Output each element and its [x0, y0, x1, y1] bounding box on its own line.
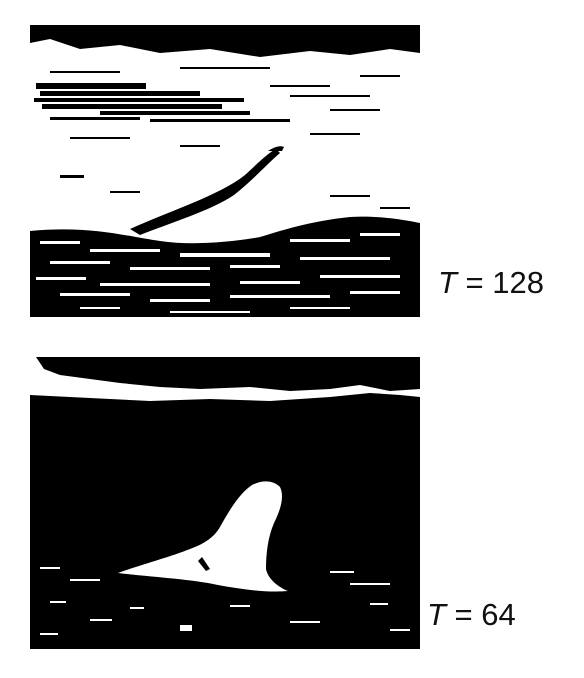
threshold-label-64: T = 64 — [427, 597, 516, 633]
binary-image-64 — [30, 357, 420, 649]
threshold-variable: T — [427, 597, 446, 632]
threshold-value: 128 — [492, 265, 545, 300]
threshold-variable: T — [438, 265, 457, 300]
threshold-image-128 — [30, 25, 420, 317]
equals-sign: = — [445, 597, 482, 632]
equals-sign: = — [456, 265, 493, 300]
threshold-value: 64 — [481, 597, 516, 632]
threshold-label-128: T = 128 — [438, 265, 544, 301]
threshold-image-64 — [30, 357, 420, 649]
binary-image-128 — [30, 25, 420, 317]
